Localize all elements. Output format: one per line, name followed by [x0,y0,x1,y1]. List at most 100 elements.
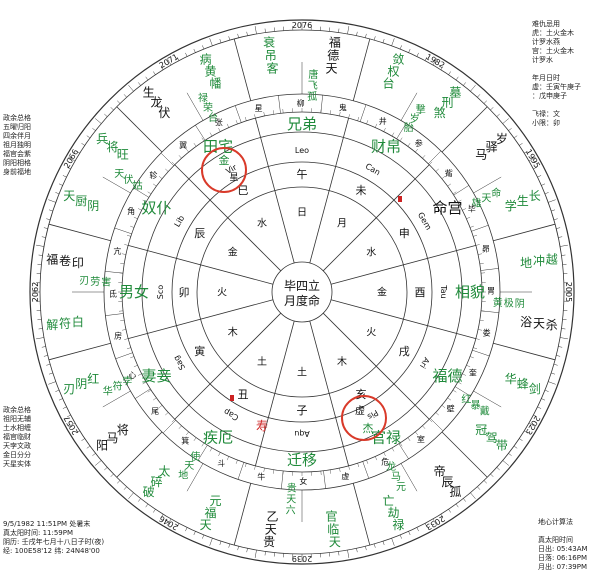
outer-star-text: 禄 [392,517,404,532]
tick-mark [193,437,197,441]
outer-star-text: 刃 [63,382,75,396]
tick-mark [120,263,125,265]
outer-star-text: 卷 [59,253,71,268]
year-label: 2076 [292,21,312,30]
outer-star-text: 冲 [533,253,545,268]
tick-mark [470,85,476,92]
outer-spoke [116,431,163,478]
outer-star-text-2: 荣 [203,102,213,114]
outer-star-text: 浴 [520,315,532,329]
red-marker [398,196,402,202]
tick-mark [254,465,256,470]
outer-star-text: 阴 [87,199,99,213]
lodge-label: 心 [128,371,136,380]
tick-mark [365,33,367,38]
tick-mark [470,492,476,499]
outer-star-text: 孤 [449,485,461,499]
tick-mark [559,337,568,340]
top-right-info-line: 宫：土火金木 [532,47,574,55]
tick-mark [452,389,457,393]
tick-mark [382,541,385,546]
tick-mark [226,123,229,128]
palace-label: 兄弟 [287,115,317,133]
tick-mark [478,329,483,331]
tick-mark [153,183,157,187]
zodiac-sign-label: Aqu [294,429,309,438]
tick-mark [407,143,411,147]
tick-mark [41,346,46,348]
branch-label: 午 [297,168,308,181]
tick-mark [81,438,85,441]
tick-mark [356,548,358,553]
info-panel-mid-left: 政余总格祖阳无辅土水相缠福官临财天孛文政金日分分天星实体 [3,406,31,469]
branch-label: 巳 [238,184,249,197]
tick-mark [68,422,76,428]
outer-sub-spoke [473,176,502,194]
tick-mark [441,176,446,179]
tick-mark [477,486,481,490]
top-left-info-line: 政余总格 [3,114,31,122]
outer-star-text-2: 飞 [308,81,318,92]
tick-mark [556,355,561,357]
outer-star-text: 印 [72,256,84,270]
tick-mark [357,116,360,121]
tick-mark [228,36,231,41]
tick-mark [178,155,182,159]
zodiac-sign-label: Gem [416,211,433,232]
outer-star-text: 天 [265,522,277,536]
tick-mark [237,33,239,38]
year-label: 1995 [524,148,542,170]
palace-label: 疾厄 [203,429,233,447]
outer-star-text: 亡 [382,494,394,508]
outer-star-text: 白 [72,314,84,329]
palace-label: 命宫 [432,199,462,217]
tick-mark [508,128,512,131]
outer-spoke [441,431,488,478]
zodiac-sign-label: Cap [222,407,240,423]
tick-mark [356,31,358,36]
tick-mark [121,329,126,331]
tick-mark [422,425,426,429]
tick-mark [479,263,484,265]
tick-mark [273,110,275,115]
tick-mark [209,447,213,452]
tick-mark [185,52,188,57]
element-label: 金 [228,246,238,259]
lodge-label: 昴 [482,244,490,253]
outer-star-text-2: 刃 [79,276,89,287]
lodge-label: 毕 [468,204,476,214]
outer-star-text: 兵 [96,132,108,146]
outer-star-text: 解 [46,318,58,332]
outer-star-text-2: 禄 [198,91,208,104]
tick-mark [235,459,238,464]
lodge-spoke [472,349,490,357]
tick-mark [338,28,340,33]
tick-mark [483,480,487,484]
outer-star-text: 生 [143,85,155,99]
tick-mark [193,531,196,536]
outer-star-text: 幡 [209,76,221,91]
outer-star-text: 元 [209,494,221,508]
tick-mark [76,430,80,434]
top-right-info-line [532,65,598,74]
tick-mark [463,498,466,502]
planet-mark-bottom: 虚 [355,405,365,417]
outer-star-text: 地 [520,256,532,270]
tick-mark [391,538,395,546]
tick-mark [541,398,546,401]
tick-mark [110,107,114,111]
outer-star-text: 福 [329,35,341,50]
palace-label: 男女 [119,283,149,301]
tick-mark [391,132,395,137]
tick-mark [347,549,350,558]
info-panel-top-left: 政余总格五曜归阳四余伴月祖月独明福官会紫阴阳相格身前福地 [3,114,31,177]
outer-star-text: 吊 [265,48,277,62]
palace-label: 福德 [432,367,462,385]
lodge-label: 轸 [149,170,157,180]
outer-sub-spoke [102,390,131,408]
outer-star-text: 驾 [486,431,498,445]
tick-mark [36,244,45,247]
inner-spoke [330,245,476,285]
inner-spoke [174,164,282,272]
